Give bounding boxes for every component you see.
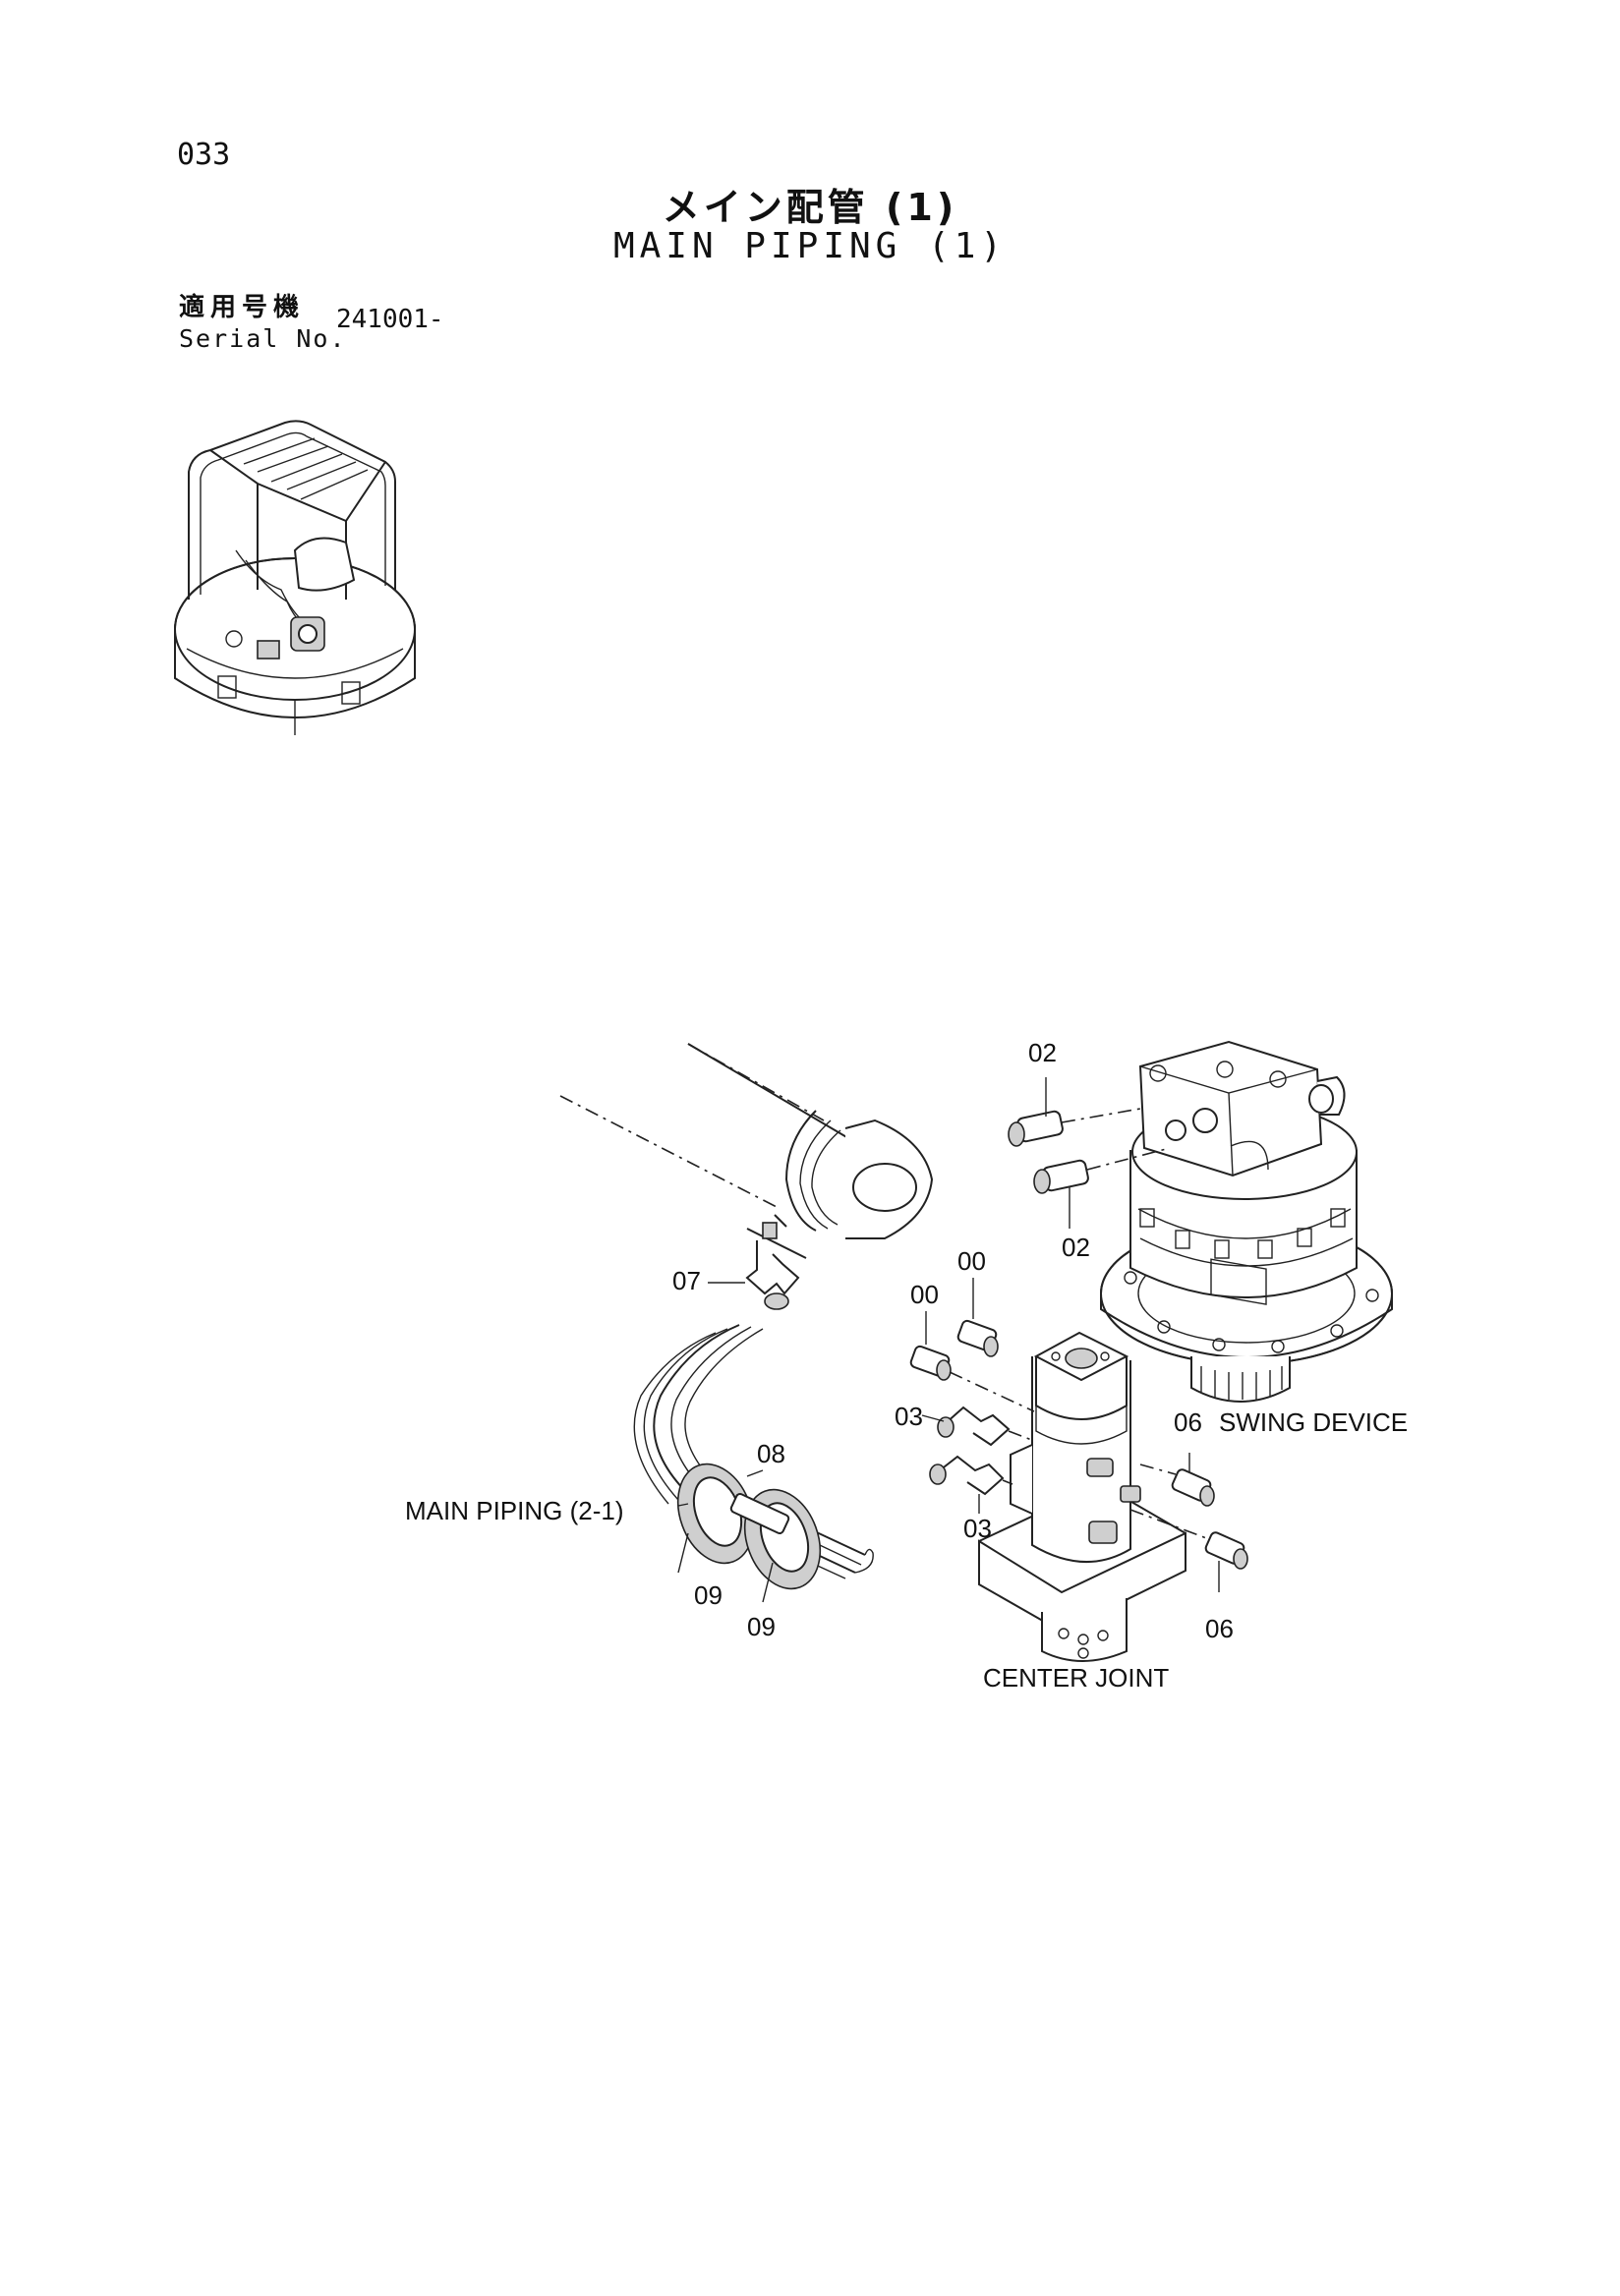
main-piping-reference-label: MAIN PIPING (2-1): [405, 1496, 623, 1525]
callout-02-top: 02: [1028, 1038, 1057, 1067]
callout-06-bottom: 06: [1205, 1614, 1234, 1643]
callout-09-left: 09: [694, 1580, 723, 1610]
callout-08: 08: [757, 1439, 785, 1468]
callout-09-right: 09: [747, 1612, 776, 1641]
callout-03-top: 03: [895, 1402, 923, 1431]
fitting-02-lower: [1033, 1147, 1171, 1229]
fitting-06-lower: [1129, 1509, 1248, 1592]
page-title-japanese: メイン配管 (1): [662, 186, 958, 229]
center-joint-illustration: [978, 1331, 1186, 1662]
fitting-00-left: [909, 1311, 1035, 1412]
elbow-fitting-07: [708, 1240, 800, 1310]
machine-overview-illustration: [174, 420, 416, 735]
swing-device-illustration: [1100, 1040, 1393, 1403]
elbow-fitting-03-lower: [929, 1455, 1013, 1514]
fitting-00-right: [956, 1278, 999, 1357]
fitting-06-upper: [1139, 1453, 1215, 1507]
fitting-02-upper: [1008, 1077, 1141, 1147]
serial-range: 241001-: [336, 305, 444, 334]
page-title-english: MAIN PIPING (1): [612, 226, 1008, 266]
swing-device-label: SWING DEVICE: [1219, 1407, 1408, 1437]
elbow-fitting-03-upper: [921, 1406, 1035, 1447]
callout-06-top: 06: [1174, 1407, 1202, 1437]
serial-label-english: Serial No.: [179, 324, 347, 353]
boom-cylinder: [559, 1043, 934, 1259]
callout-07: 07: [672, 1266, 701, 1295]
callout-00-left: 00: [910, 1280, 939, 1309]
callout-03-bottom: 03: [963, 1514, 992, 1543]
page-number: 033: [177, 138, 231, 172]
center-joint-label: CENTER JOINT: [983, 1663, 1169, 1693]
callout-02-bottom: 02: [1062, 1233, 1090, 1262]
callout-00-right: 00: [957, 1246, 986, 1276]
hose-bundle: [633, 1324, 874, 1590]
serial-label-japanese: 適用号機: [179, 293, 306, 322]
